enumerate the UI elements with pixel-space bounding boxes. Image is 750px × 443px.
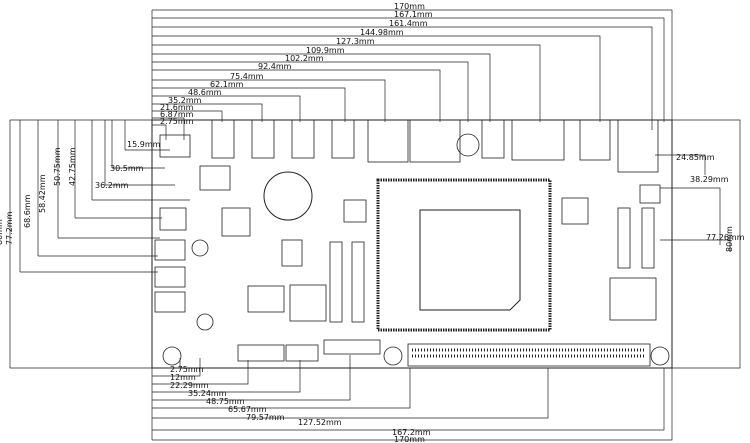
dimension-label: 109.9mm <box>306 46 345 55</box>
top-connectors <box>211 119 659 173</box>
dimension-label: 22.29mm <box>170 381 209 390</box>
dimension-label: 12mm <box>170 373 196 382</box>
mounting-hole <box>196 313 214 331</box>
dimension-label: 24.85mm <box>676 153 715 162</box>
dimension-label: 48.75mm <box>206 397 245 406</box>
dimension-label: 167.2mm <box>392 428 431 437</box>
dimension-label: 35.2mm <box>168 96 202 105</box>
dimension-label: 170mm <box>394 435 425 443</box>
dimension-label: 2.75mm <box>170 365 204 374</box>
dimension-label: 62.1mm <box>210 80 244 89</box>
top-dimension-labels: 170mm167.1mm161.4mm144.98mm127.3mm109.9m… <box>160 2 433 126</box>
dimension-label: 77.2mm <box>5 211 14 245</box>
dimension-label: 38.29mm <box>690 175 729 184</box>
mounting-hole <box>650 346 670 366</box>
dimension-label: 80mm <box>0 219 4 245</box>
left-dimension-labels: 15.9mm 30.5mm 36.2mm 42.75mm 50.75mm 58.42mm 6… <box>0 140 161 245</box>
dimension-label: 102.2mm <box>285 54 324 63</box>
battery-holder <box>263 171 313 221</box>
mounting-hole <box>191 239 209 257</box>
dimension-label: 79.57mm <box>246 413 285 422</box>
mounting-hole <box>383 346 403 366</box>
dimension-label: 36.2mm <box>95 181 129 190</box>
components <box>154 134 661 362</box>
dimension-label: 161.4mm <box>389 19 428 28</box>
dimension-label: 167.1mm <box>394 10 433 19</box>
dimension-label: 80mm <box>725 226 734 252</box>
main-chip-outline <box>376 178 552 332</box>
dimension-label: 144.98mm <box>360 28 404 37</box>
dimension-label: 127.3mm <box>336 37 375 46</box>
dimension-label: 92.4mm <box>258 62 292 71</box>
dimension-label: 6.87mm <box>160 110 194 119</box>
bottom-dimension-labels: 2.75mm12mm22.29mm35.24mm48.75mm65.67mm79… <box>170 365 431 443</box>
dimension-label: 68.6mm <box>23 194 32 228</box>
dimension-label: 21.6mm <box>160 103 194 112</box>
dimension-label: 50.75mm <box>53 147 62 186</box>
dimension-label: 65.67mm <box>228 405 267 414</box>
dimension-label: 127.52mm <box>298 418 342 427</box>
dimension-lines <box>9 9 741 441</box>
mounting-hole <box>162 346 182 366</box>
dimension-label: 2.75mm <box>160 117 194 126</box>
bottom-header <box>407 343 651 367</box>
bottom-header-pins <box>412 348 646 358</box>
dimension-label: 30.5mm <box>110 164 144 173</box>
pcb-board <box>151 119 673 369</box>
main-chip-die <box>419 209 521 311</box>
dimension-label: 170mm <box>394 2 425 11</box>
dimension-label: 58.42mm <box>38 174 47 213</box>
dimension-label: 48.6mm <box>188 88 222 97</box>
dimension-label: 77.26mm <box>706 233 745 242</box>
dimension-label: 15.9mm <box>127 140 161 149</box>
dimension-label: 42.75mm <box>68 147 77 186</box>
dimension-label: 35.24mm <box>188 389 227 398</box>
dimension-label: 75.4mm <box>230 72 264 81</box>
